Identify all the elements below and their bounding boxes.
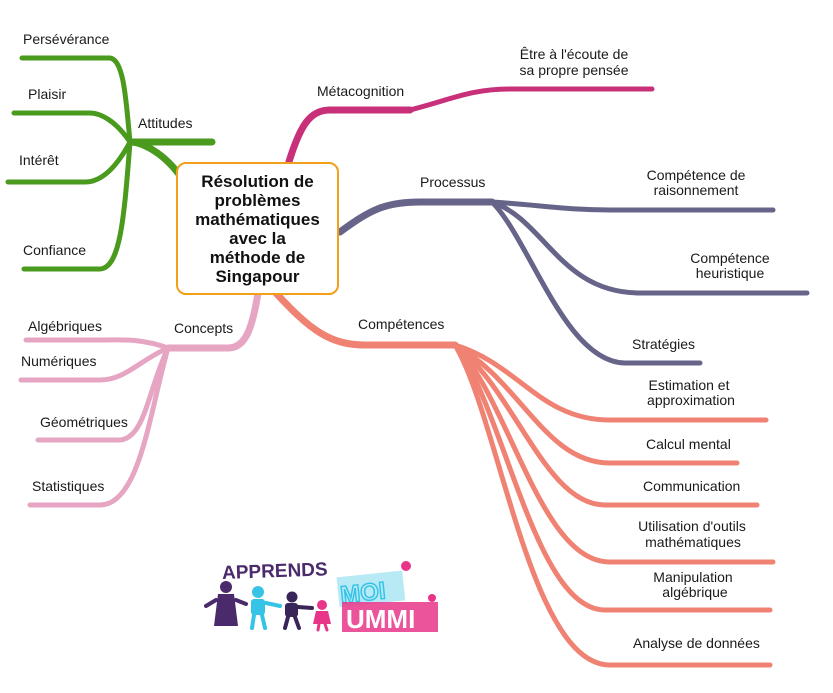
edge-manipulation	[452, 342, 773, 613]
central-topic-line-1: Résolution de	[201, 171, 314, 191]
edge-statistiques	[27, 345, 171, 508]
edge-plaisir	[11, 110, 133, 145]
heuristique-label-2: heuristique	[696, 265, 765, 281]
central-topic-line-4: avec la	[229, 228, 286, 248]
branch-attitudes: Attitudes Persévérance Plaisir Intérêt C…	[5, 31, 216, 272]
analyse-label: Analyse de données	[633, 635, 760, 651]
central-topic-line-5: méthode de	[209, 247, 306, 267]
edge-estimation	[452, 342, 769, 423]
raisonnement-label-1: Compétence de	[647, 167, 746, 183]
strategies-label: Stratégies	[632, 336, 695, 352]
apprends-moi-ummi-logo: APPRENDS M	[204, 559, 438, 634]
communication-label: Communication	[643, 478, 740, 494]
interet-label: Intérêt	[19, 152, 59, 168]
edge-perseverance	[19, 55, 133, 145]
branch-competences: Compétences Estimation et approximation …	[271, 288, 776, 668]
central-topic-line-6: Singapour	[215, 266, 300, 286]
competences-label: Compétences	[358, 316, 444, 332]
family-figure-4	[313, 600, 331, 632]
edge-interet	[5, 139, 133, 185]
logo-apprends-text: APPRENDS	[222, 559, 328, 584]
edge-communication	[452, 342, 760, 508]
branch-concepts-stem	[164, 289, 262, 352]
metacognition-label: Métacognition	[317, 83, 404, 99]
numeriques-label: Numériques	[21, 353, 96, 369]
branch-competences-stem	[271, 288, 459, 349]
family-figure-2	[250, 586, 282, 630]
edge-algebriques	[23, 337, 171, 351]
branch-concepts: Concepts Algébriques Numériques Géométri…	[18, 289, 262, 508]
algebriques-label: Algébriques	[28, 318, 102, 334]
edge-outils	[452, 342, 776, 565]
perseverance-label: Persévérance	[23, 31, 110, 47]
branch-processus: Processus Compétence de raisonnement Com…	[336, 167, 810, 366]
processus-label: Processus	[420, 174, 485, 190]
attitudes-label: Attitudes	[138, 115, 192, 131]
family-figure-3	[283, 591, 314, 630]
concepts-label: Concepts	[174, 320, 233, 336]
branch-metacognition: Métacognition Être à l'écoute de sa prop…	[284, 46, 655, 169]
branch-metacognition-stem	[284, 106, 414, 169]
geometriques-label: Géométriques	[40, 414, 128, 430]
heuristique-label-1: Compétence	[690, 250, 770, 266]
calcul-label: Calcul mental	[646, 436, 731, 452]
manipulation-label-1: Manipulation	[653, 569, 732, 585]
central-topic-line-2: problèmes	[214, 190, 301, 210]
logo-ummi-backdrop	[342, 602, 438, 632]
central-topic-line-3: mathématiques	[195, 209, 320, 229]
edge-analyse	[452, 342, 773, 668]
plaisir-label: Plaisir	[28, 86, 66, 102]
ecoute-label-1: Être à l'écoute de	[520, 46, 629, 62]
statistiques-label: Statistiques	[32, 478, 104, 494]
edge-strategies	[489, 199, 703, 366]
estimation-label-2: approximation	[647, 392, 735, 408]
edge-calcul	[452, 342, 740, 466]
outils-label-2: mathématiques	[645, 534, 741, 550]
edge-ecoute	[407, 86, 655, 113]
edge-confiance	[21, 139, 133, 272]
raisonnement-label-2: raisonnement	[654, 182, 739, 198]
ecoute-label-2: sa propre pensée	[520, 62, 629, 78]
family-figure-1	[204, 581, 248, 626]
estimation-label-1: Estimation et	[649, 377, 730, 393]
edge-heuristique	[489, 199, 810, 296]
logo-moi-backdrop	[336, 570, 406, 608]
central-topic: Résolution de problèmes mathématiques av…	[176, 162, 339, 295]
branch-processus-stem	[336, 198, 496, 236]
confiance-label: Confiance	[23, 242, 86, 258]
edge-numeriques	[18, 345, 171, 383]
outils-label-1: Utilisation d'outils	[638, 518, 746, 534]
edge-raisonnement	[489, 199, 776, 213]
manipulation-label-2: algébrique	[662, 584, 728, 600]
logo-ummi-text: UMMI	[346, 604, 415, 634]
central-topic-title: Résolution de problèmes mathématiques av…	[183, 172, 333, 286]
